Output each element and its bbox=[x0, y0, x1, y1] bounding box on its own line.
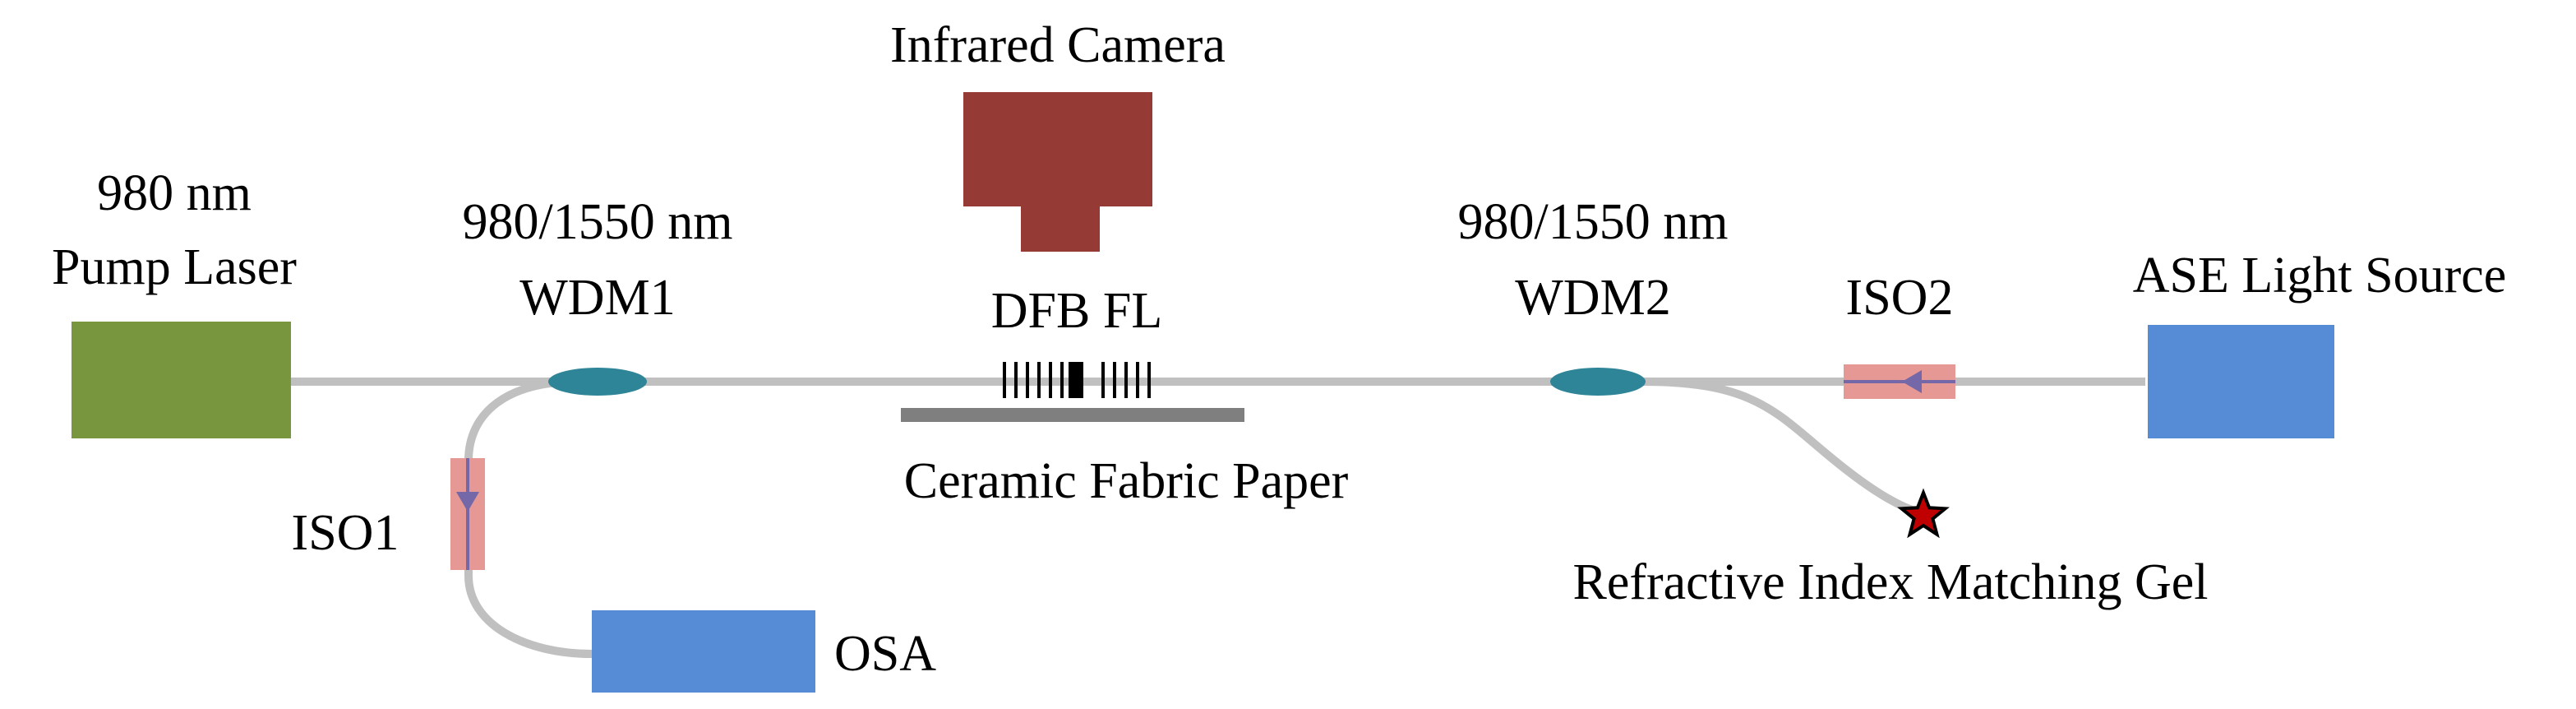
grating-phase-shift-block bbox=[1069, 362, 1083, 398]
infrared-camera-label: Infrared Camera bbox=[890, 17, 1226, 73]
wdm1-label-line1: 980/1550 nm bbox=[463, 194, 733, 250]
ase-light-source-box bbox=[2148, 325, 2334, 438]
wdm2-coupler bbox=[1550, 368, 1646, 396]
osa-label: OSA bbox=[834, 626, 936, 682]
ase-light-source-label: ASE Light Source bbox=[2133, 248, 2507, 304]
pump-laser-box bbox=[72, 322, 291, 438]
pump-laser-label-line1: 980 nm bbox=[97, 165, 252, 221]
gel-star-icon bbox=[1897, 488, 1950, 539]
wdm2-label-line1: 980/1550 nm bbox=[1458, 194, 1729, 250]
iso1-direction-arrow bbox=[456, 492, 479, 512]
index-matching-gel-label: Refractive Index Matching Gel bbox=[1573, 554, 2209, 610]
iso2-direction-arrow bbox=[1902, 370, 1922, 393]
ceramic-fabric-paper-label: Ceramic Fabric Paper bbox=[904, 453, 1349, 509]
fiber-branch-to-osa bbox=[464, 378, 593, 658]
dfb-fl-label: DFB FL bbox=[991, 283, 1162, 339]
infrared-camera-body bbox=[963, 92, 1152, 206]
wdm1-label-line2: WDM1 bbox=[519, 270, 675, 326]
fiber-paths bbox=[289, 378, 2145, 658]
fiber-branch-to-gel bbox=[1643, 378, 1929, 519]
dfb-grating-marks bbox=[1003, 362, 1151, 398]
iso1-label: ISO1 bbox=[292, 505, 399, 561]
iso2-label: ISO2 bbox=[1846, 270, 1954, 326]
infrared-camera-lens bbox=[1021, 206, 1100, 252]
osa-box bbox=[592, 610, 815, 693]
pump-laser-label-line2: Pump Laser bbox=[52, 239, 297, 295]
wdm1-coupler bbox=[548, 368, 647, 396]
ceramic-fabric-paper bbox=[901, 408, 1244, 422]
wdm2-label-line2: WDM2 bbox=[1515, 270, 1670, 326]
